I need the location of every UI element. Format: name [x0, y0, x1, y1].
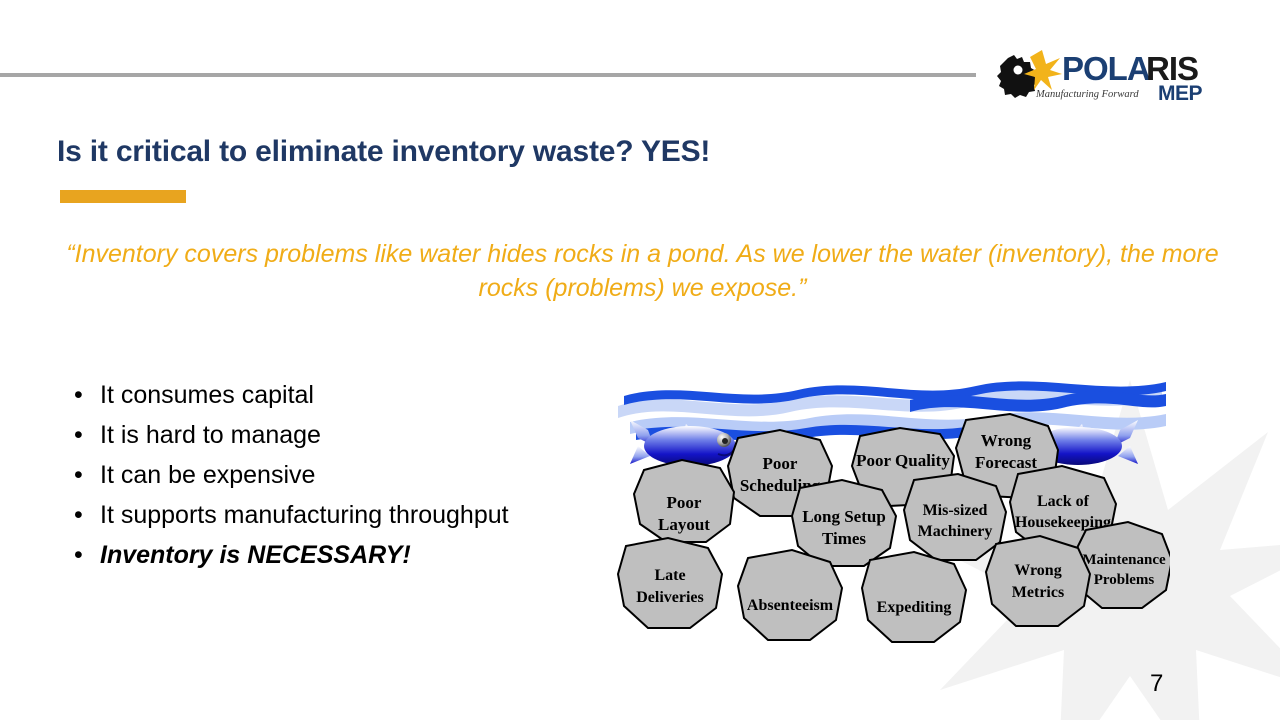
- list-item: • It is hard to manage: [74, 415, 544, 455]
- list-item: • It can be expensive: [74, 455, 544, 495]
- rock-label: Wrong: [981, 431, 1032, 450]
- rock-label: Mis-sized: [923, 502, 988, 519]
- rock-label: Late: [654, 567, 685, 584]
- rock-late-deliveries: Late Deliveries: [616, 536, 724, 629]
- rock-long-setup-times: Long Setup Times: [790, 478, 898, 567]
- bullet-marker-icon: •: [74, 381, 83, 409]
- rock-label: Housekeeping: [1015, 514, 1111, 531]
- header-divider: [0, 73, 976, 77]
- rock-label: Maintenance: [1082, 552, 1166, 568]
- rock-label: Metrics: [1012, 584, 1064, 601]
- bullet-marker-icon: •: [74, 541, 83, 569]
- page-number: 7: [1150, 670, 1164, 697]
- fish-left-icon: [630, 420, 736, 466]
- bullet-marker-icon: •: [74, 501, 83, 529]
- quote-text: “Inventory covers problems like water hi…: [66, 240, 1219, 302]
- bullet-text: It supports manufacturing throughput: [100, 501, 509, 529]
- rock-label: Deliveries: [636, 589, 704, 606]
- bullet-marker-icon: •: [74, 461, 83, 489]
- rock-maintenance-problems: Maintenance Problems: [1070, 520, 1170, 609]
- bullet-list: • It consumes capital • It is hard to ma…: [74, 375, 544, 575]
- star-burst-icon: [1024, 50, 1062, 90]
- rock-poor-layout: Poor Layout: [632, 458, 736, 543]
- bullet-text: It can be expensive: [100, 461, 316, 489]
- rock-label: Poor Quality: [856, 451, 950, 470]
- rock-label: Times: [822, 529, 866, 548]
- bullet-marker-icon: •: [74, 421, 83, 449]
- rock-label: Forecast: [975, 453, 1037, 472]
- logo-wordmark-polar: POLA: [1062, 50, 1150, 87]
- bullet-text: It is hard to manage: [100, 421, 321, 449]
- bullet-text: Inventory is NECESSARY!: [100, 541, 411, 569]
- rock-label: Long Setup: [802, 507, 886, 526]
- rock-label: Problems: [1094, 572, 1155, 588]
- list-item: • It consumes capital: [74, 375, 544, 415]
- rock-label: Poor: [667, 493, 702, 512]
- gear-icon: [997, 55, 1038, 98]
- page-title: Is it critical to eliminate inventory wa…: [57, 135, 711, 168]
- rock-expediting: Expediting: [860, 550, 968, 643]
- rock-mis-sized-machinery: Mis-sized Machinery: [902, 472, 1008, 561]
- water-waves-icon: [618, 381, 1166, 442]
- list-item: • It supports manufacturing throughput: [74, 495, 544, 535]
- rock-label: Poor: [763, 454, 798, 473]
- rock-label: Machinery: [918, 523, 993, 540]
- rock-absenteeism: Absenteeism: [736, 548, 844, 641]
- title-accent-bar: [60, 190, 186, 203]
- rock-label: Lack of: [1037, 493, 1090, 510]
- logo-mep: MEP: [1158, 82, 1203, 105]
- rock-label: Expediting: [877, 599, 952, 616]
- polaris-mep-logo: POLA RIS Manufacturing Forward MEP: [996, 44, 1220, 106]
- list-item: • Inventory is NECESSARY!: [74, 535, 544, 575]
- rock-label: Wrong: [1014, 562, 1061, 579]
- bullet-text: It consumes capital: [100, 381, 314, 409]
- rock-label: Layout: [658, 515, 710, 534]
- logo-wordmark-ris: RIS: [1146, 50, 1198, 87]
- rock-wrong-metrics: Wrong Metrics: [984, 534, 1092, 627]
- pond-illustration: Poor Quality Wrong Forecast Poor Schedul…: [610, 370, 1170, 660]
- rock-label: Absenteeism: [747, 597, 834, 614]
- logo-tagline: Manufacturing Forward: [1035, 89, 1139, 100]
